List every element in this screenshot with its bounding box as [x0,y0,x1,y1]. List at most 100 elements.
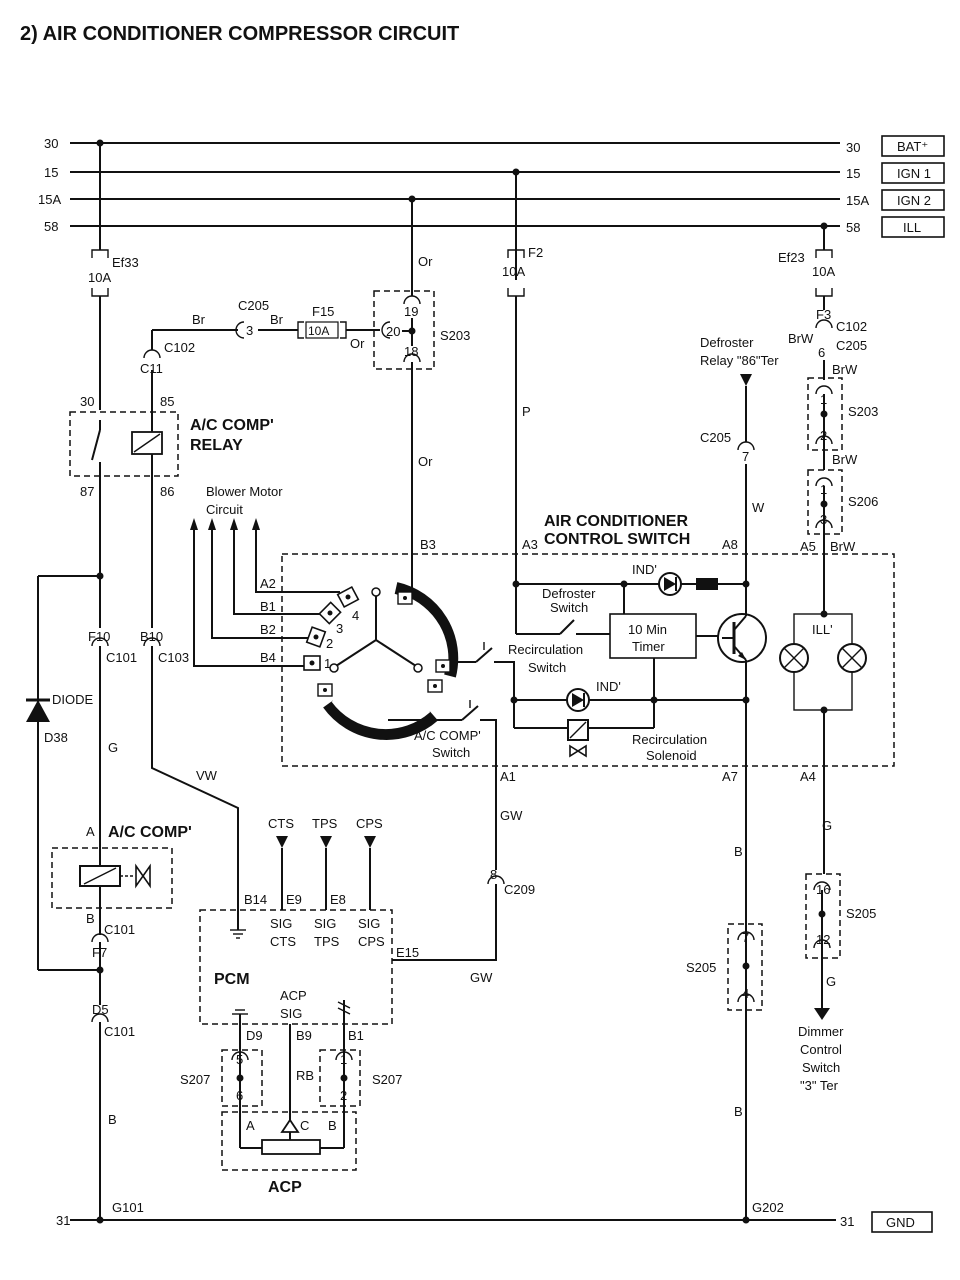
dimmer-path: G 16 12 S205 G Dimmer Control Switch "3"… [798,710,876,1093]
sensor-tps: TPS [312,816,338,831]
tag-ign2: IGN 2 [897,193,931,208]
pin-e8: E8 [330,892,346,907]
blower-motor-circuit: Blower Motor Circuit A2 B1 B2 B4 [190,484,340,667]
wire-brw-3: BrW [832,452,858,467]
rail-15a-right: 15A [846,193,869,208]
c205-mid-label: C205 [700,430,731,445]
rail-58-label: 58 [44,219,58,234]
relay-pin-85: 85 [160,394,174,409]
c101-label-1: C101 [106,650,137,665]
ind-1: IND' [632,562,657,577]
acp-pin-b: B [328,1118,337,1133]
solenoid-2: Solenoid [646,748,697,763]
ac-compressor: A A/C COMP' B [51,824,192,926]
defroster-relay-input: Defroster Relay "86"Ter C205 7 W [700,335,779,584]
pin-a1: A1 [500,769,516,784]
s203-right-label: S203 [848,404,878,419]
acp-sig-1: ACP [280,988,307,1003]
wire-gw-2: GW [470,970,493,985]
tag-bat: BAT⁺ [897,139,928,154]
pin-b3: B3 [420,537,436,552]
s206-label: S206 [848,494,878,509]
wire-brw-2: BrW [832,362,858,377]
sensor-cts: CTS [268,816,294,831]
relay-85-feed: C102 C11 Br 3 C205 Br 10A F15 Or [140,298,380,412]
sig-tps-2: TPS [314,934,340,949]
a1-c209-path: GW 8 C209 E15 GW [392,770,535,985]
ac-comp-switch-2: Switch [432,745,470,760]
g101-label: G101 [112,1200,144,1215]
ind-2: IND' [596,679,621,694]
c205-pin-3: 3 [246,323,253,338]
dimmer-1: Dimmer [798,1024,844,1039]
comp-pin-a: A [86,824,95,839]
blower-title-2: Circuit [206,502,243,517]
g202-label: G202 [752,1200,784,1215]
rail-15-right: 15 [846,166,860,181]
pin-b14: B14 [244,892,267,907]
wire-br-2: Br [270,312,284,327]
switch-title-1: AIR CONDITIONER [544,513,688,530]
rail-15a-label: 15A [38,192,61,207]
ac-control-switch: AIR CONDITIONER CONTROL SWITCH A3 A8 A5 … [281,172,895,784]
relay-86-line: B10 C103 VW [140,476,246,939]
acp-pin-a: A [246,1118,255,1133]
timer-2: Timer [632,639,665,654]
ef23-name: Ef23 [778,250,805,265]
wire-brw-4: BrW [830,539,856,554]
pin-a4: A4 [800,769,816,784]
wire-g-2: G [822,818,832,833]
dimmer-2: Control [800,1042,842,1057]
b10-label: B10 [140,629,163,644]
pin-b9: B9 [296,1028,312,1043]
recirc-switch-1: Recirculation [508,642,583,657]
c205-right-pin: 6 [818,345,825,360]
acp-pin-c: C [300,1118,309,1133]
recirc-switch-2: Switch [528,660,566,675]
s203-top-splice: Or 19 20 18 S203 Or B3 [373,199,470,588]
defroster-relay-2: Relay "86"Ter [700,353,779,368]
wire-b-1: B [108,1112,117,1127]
s205-right-label: S205 [846,906,876,921]
dimmer-4: "3" Ter [800,1078,839,1093]
wire-br-1: Br [192,312,206,327]
ac-comp-relay: 30 85 87 86 A/C COMP' RELAY [69,394,274,499]
relay-pin-86: 86 [160,484,174,499]
c205-right: C205 [836,338,867,353]
pin-a8: A8 [722,537,738,552]
sig-tps-1: SIG [314,916,336,931]
wire-g-1: G [108,740,118,755]
f2-rating: 10A [502,264,525,279]
pin-e9: E9 [286,892,302,907]
c102-right: C102 [836,319,867,334]
sig-cps-2: CPS [358,934,385,949]
f2-name: F2 [528,245,543,260]
wire-gw-1: GW [500,808,523,823]
wire-w: W [752,500,765,515]
s203-pin-19: 19 [404,304,418,319]
wire-vw: VW [196,768,218,783]
c101-b-label: C101 [104,922,135,937]
rail-15-label: 15 [44,165,58,180]
tag-ill: ILL [903,220,921,235]
acp-sig-2: SIG [280,1006,302,1021]
rail-58-right: 58 [846,220,860,235]
relay-87-line: F10 C101 G [38,476,137,848]
c11-label: C11 [140,361,163,376]
c209-label: C209 [504,882,535,897]
s205-right-16: 16 [816,882,830,897]
pin-a7: A7 [722,769,738,784]
pin-b2: B2 [260,622,276,637]
pin-d9: D9 [246,1028,263,1043]
wire-rb: RB [296,1068,314,1083]
defroster-switch-2: Switch [550,600,588,615]
s205-mid-label: S205 [686,960,716,975]
pin-b1: B1 [260,599,276,614]
relay-pin-87: 87 [80,484,94,499]
diode-label: DIODE [52,692,94,707]
wire-or-1: Or [350,336,365,351]
pcm-title: PCM [214,971,250,988]
pin-e15: E15 [396,945,419,960]
pin-a5: A5 [800,539,816,554]
